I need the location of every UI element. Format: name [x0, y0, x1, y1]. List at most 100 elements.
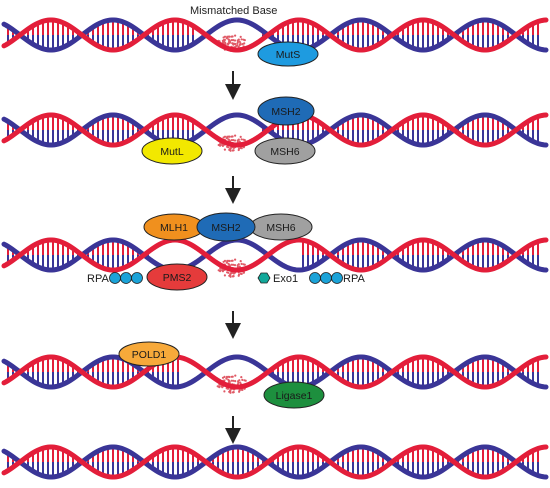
mismatch-dot: [234, 258, 237, 261]
mismatch-dot: [229, 275, 232, 278]
dna-strand-red: [1, 444, 549, 480]
mismatch-dot: [237, 138, 240, 141]
mismatch-dot: [227, 146, 230, 149]
mismatch-dot: [237, 263, 240, 266]
dna-strand-red: [1, 237, 549, 273]
mismatch-dot: [238, 43, 241, 47]
pms2-protein: PMS2: [146, 263, 208, 291]
mismatch-dot: [232, 379, 235, 382]
mismatch-dot: [234, 374, 237, 377]
mismatch-dot: [228, 35, 231, 38]
mismatch-dot: [221, 376, 225, 379]
mismatch-dot: [230, 259, 233, 262]
mismatch-dot: [222, 36, 225, 39]
mismatch-dot: [227, 378, 230, 381]
mismatch-dot: [232, 139, 235, 142]
mismatch-dot: [242, 263, 245, 266]
mismatch-dot: [230, 375, 233, 378]
pold1-protein: POLD1: [118, 341, 180, 367]
mismatch-dot: [225, 377, 228, 380]
msh2-protein-stage3: MSH2: [196, 212, 256, 242]
rpa-right-group: RPA: [309, 272, 365, 285]
mismatch-dot: [230, 272, 233, 275]
mismatch-dot: [234, 380, 237, 383]
mismatch-dot: [236, 42, 239, 45]
mismatch-dot: [241, 378, 244, 381]
mismatch-dot: [230, 379, 233, 382]
mismatch-dot: [222, 39, 225, 42]
svg-text:Ligase1: Ligase1: [276, 390, 313, 402]
svg-text:MSH2: MSH2: [271, 106, 300, 118]
mismatch-dot: [230, 135, 233, 138]
mismatch-dot: [219, 144, 222, 147]
mismatch-dot: [227, 271, 230, 274]
dna-helix-1: [1, 17, 549, 53]
rpa-left-group: RPA: [87, 272, 143, 285]
mlh1-protein: MLH1: [143, 213, 205, 241]
mutl-protein: MutL: [141, 137, 203, 165]
mismatch-dot: [233, 139, 237, 142]
svg-text:MutS: MutS: [276, 49, 301, 61]
mismatch-dot: [227, 38, 230, 41]
dna-strand-red: [1, 112, 549, 148]
mismatch-dot: [226, 259, 229, 262]
mismatch-dot: [239, 35, 242, 39]
mismatch-dot: [225, 137, 228, 140]
mismatch-dot: [228, 259, 231, 263]
mismatch-dot: [228, 40, 231, 43]
mismatch-dot: [230, 35, 233, 38]
ligase1-protein: Ligase1: [263, 381, 325, 409]
mismatch-dot: [241, 388, 244, 391]
exo1-group: Exo1: [257, 272, 298, 285]
mismatch-dot: [232, 149, 235, 152]
mismatch-dot: [239, 135, 242, 138]
mismatch-dot: [228, 375, 231, 379]
mismatch-dot: [217, 143, 220, 147]
mismatch-dot: [240, 376, 243, 379]
dna-helix-4: [1, 354, 549, 394]
dna-helix-5: [1, 444, 549, 480]
dna-helix-3: [1, 237, 549, 278]
mismatch-dot: [240, 38, 243, 41]
msh2-protein-stage2: MSH2: [257, 96, 315, 126]
muts-protein: MutS: [257, 41, 319, 67]
mismatch-dot: [237, 273, 241, 276]
mismatch-dot: [225, 375, 229, 378]
msh6-protein-stage2: MSH6: [254, 137, 316, 165]
mismatch-dot: [231, 42, 234, 45]
svg-text:POLD1: POLD1: [132, 349, 167, 361]
mismatch-dot: [237, 147, 241, 150]
exo1-hexagon: [257, 272, 271, 284]
mismatch-dot: [222, 136, 225, 139]
svg-text:MutL: MutL: [160, 146, 184, 158]
mismatch-dot: [239, 260, 242, 263]
svg-text:MSH2: MSH2: [211, 222, 240, 234]
mismatch-dot: [237, 38, 240, 41]
mismatch-dot: [240, 147, 243, 150]
mismatch-dot: [234, 42, 237, 46]
mismatch-dot: [229, 391, 232, 394]
mismatch-dot: [233, 39, 237, 42]
svg-text:MSH6: MSH6: [266, 222, 295, 234]
dna-strand-red: [1, 354, 549, 390]
mismatch-dot: [240, 272, 243, 275]
mismatch-dot: [239, 42, 242, 45]
diagram-title: Mismatched Base: [190, 5, 277, 17]
mismatch-dot: [237, 45, 240, 48]
mismatch-dot: [233, 264, 237, 267]
mismatch-dot: [241, 43, 244, 46]
mismatch-dot: [230, 146, 233, 149]
mismatch-dot: [228, 135, 231, 138]
rpa-left-label: RPA: [87, 273, 109, 285]
mismatch-dot: [225, 261, 228, 264]
mismatch-dot: [227, 262, 230, 265]
svg-text:PMS2: PMS2: [163, 272, 192, 284]
mismatch-dot: [232, 391, 235, 394]
mismatch-dot: [240, 262, 243, 265]
mismatch-dot: [232, 263, 235, 266]
mismatch-dot: [218, 385, 221, 388]
exo1-label: Exo1: [273, 273, 298, 285]
mismatch-dot: [234, 134, 237, 137]
mismatch-dot: [242, 138, 245, 141]
